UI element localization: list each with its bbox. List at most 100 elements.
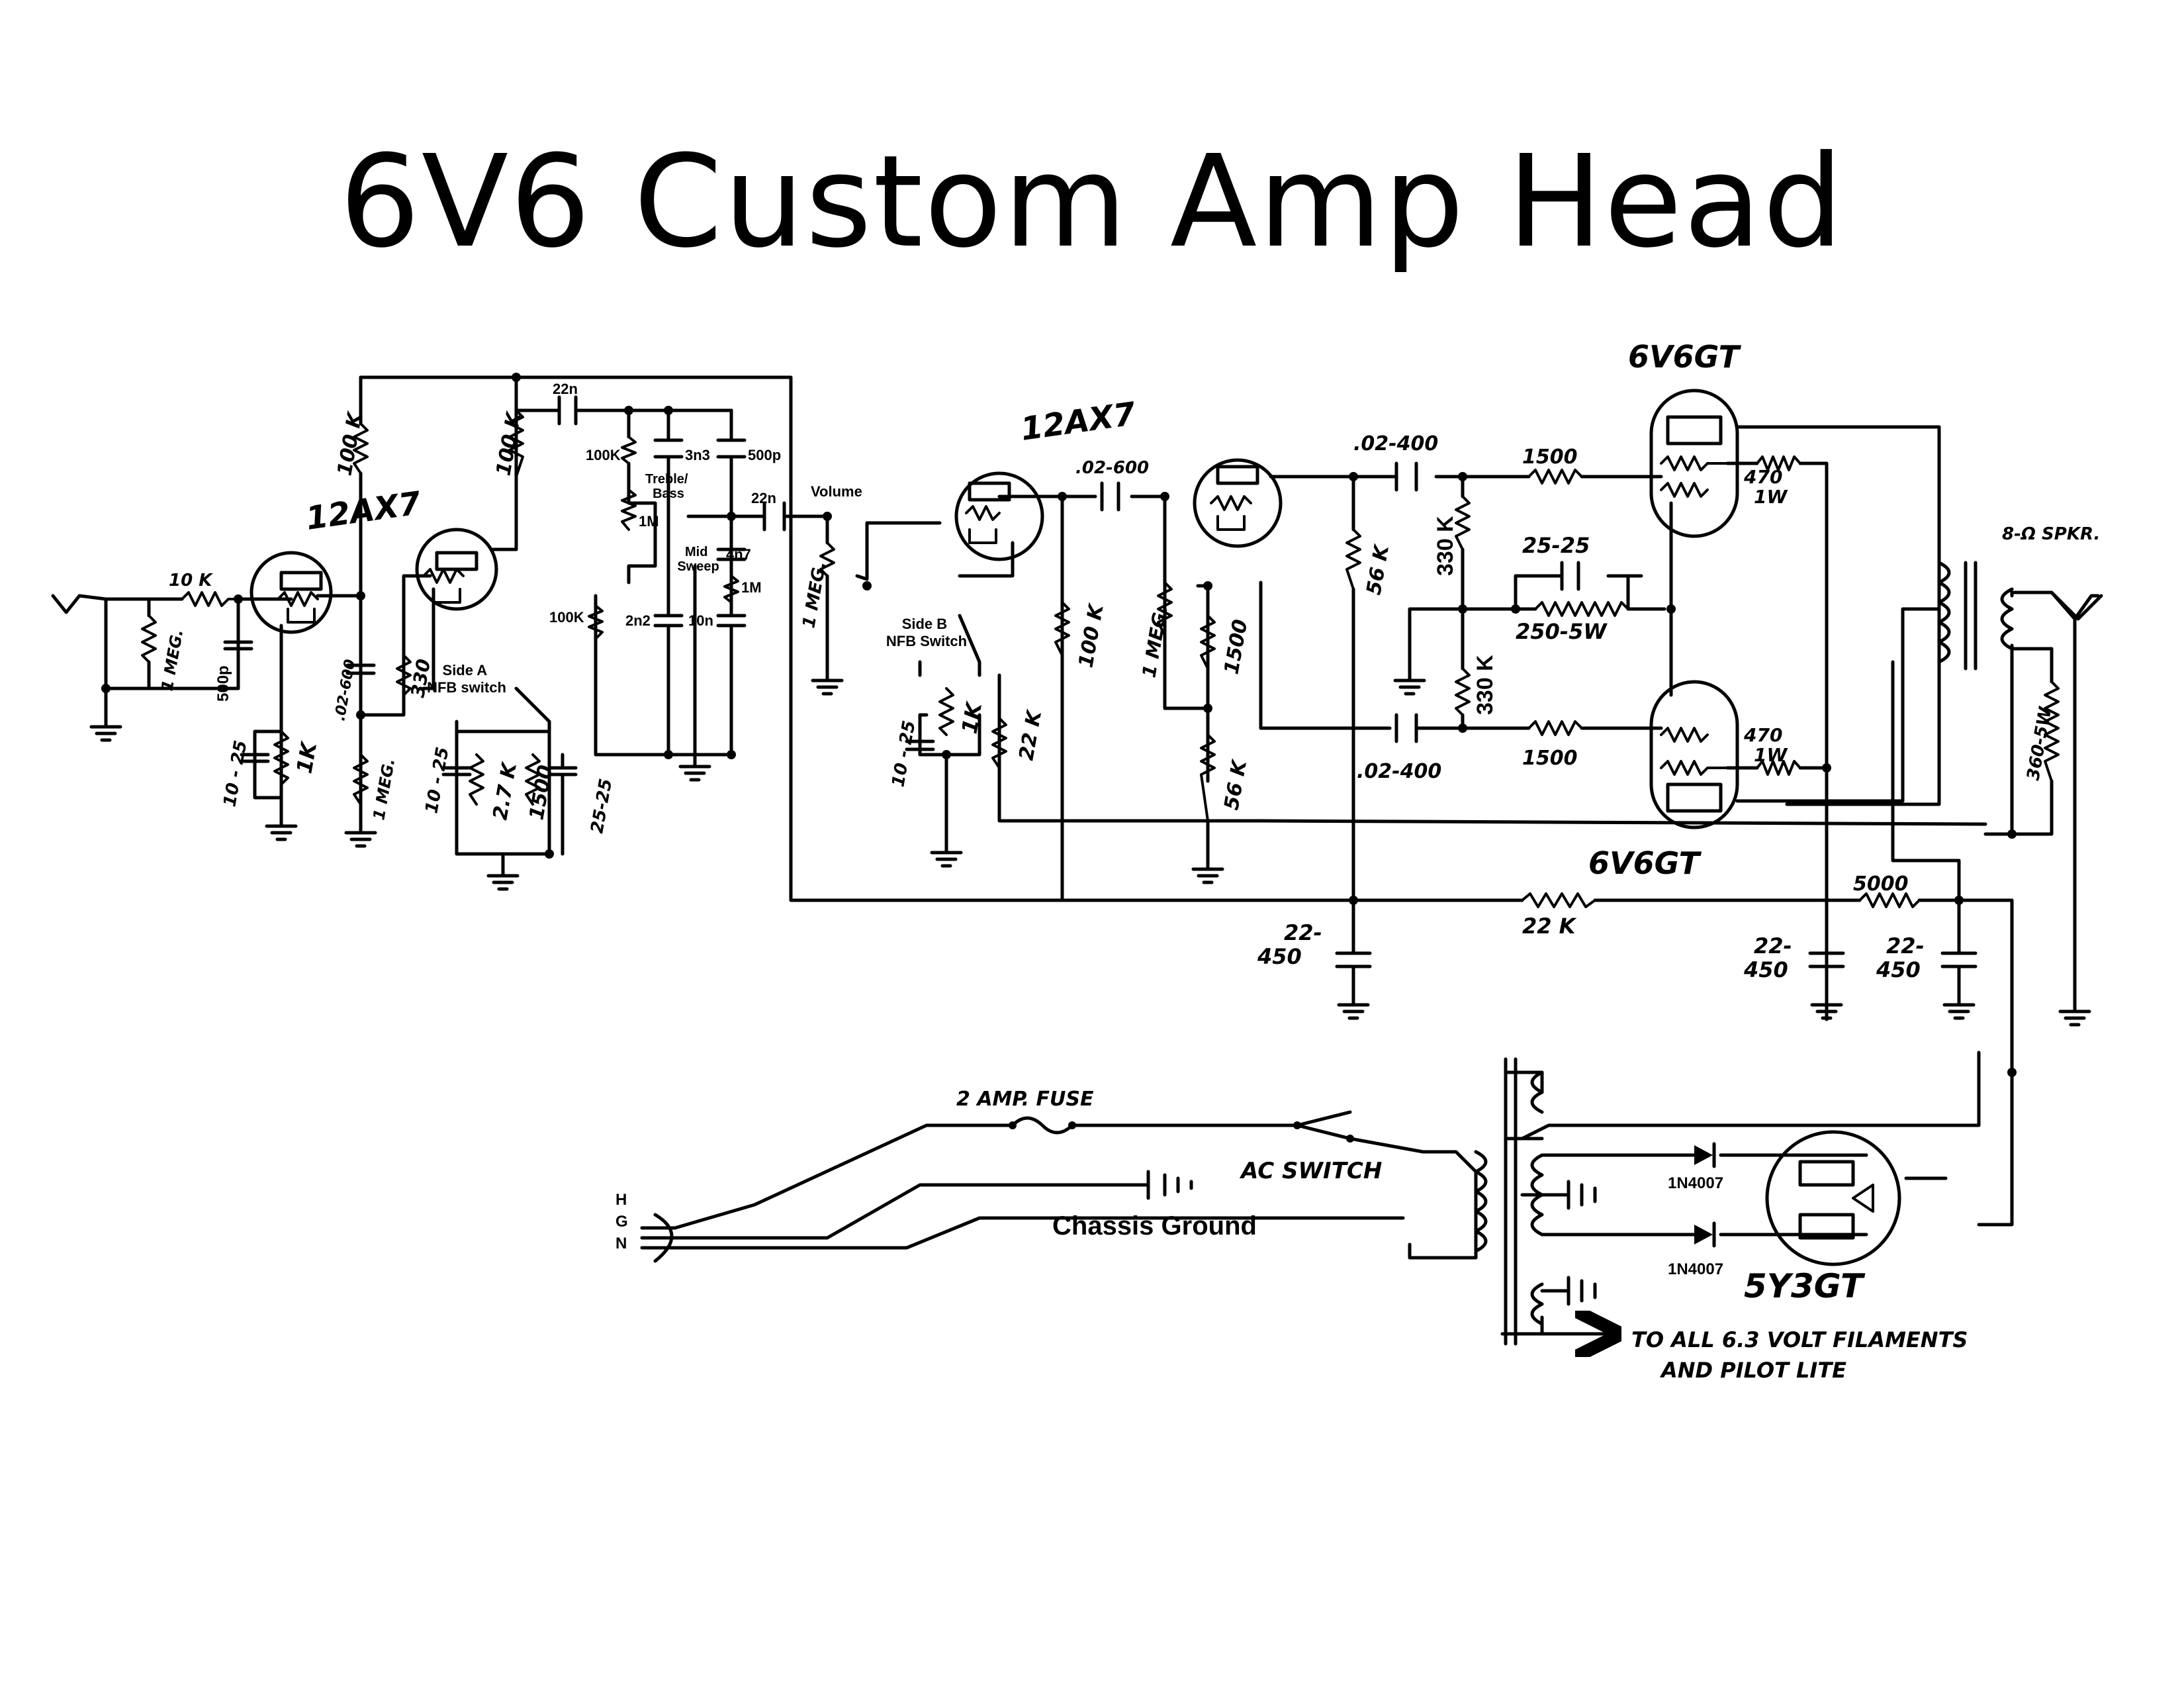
resistors [141,409,2060,908]
mains-plug [640,1213,677,1263]
label-c-filter-1-line1: 22- [1284,920,1322,945]
label-side-b-line2: NFB Switch [886,633,967,649]
page-title: 6V6 Custom Amp Head [339,128,1845,276]
label-r-grid-stop-1: 1500 [1522,445,1578,469]
label-c-tone-4: 22n [751,490,776,506]
label-5y3gt: 5Y3GT [1744,1267,1866,1305]
junction-dots [101,373,2017,1077]
label-r-cathode-3: 2.7 K [488,759,522,821]
label-r-grid-stop-2: 1500 [1522,747,1578,770]
label-r-cathode-4: 1500 [525,763,557,821]
label-c-cathode-4: 25-25 [587,777,616,835]
label-r-plate-1: 100 K [333,409,367,478]
label-c-cathode-3: 10 - 25 [422,745,453,815]
label-r-pi-grid: 1 MEG. [1138,604,1172,679]
tube-labels: 12AX7 12AX7 6V6GT 6V6GT 5Y3GT [304,339,1866,1305]
power-transformer [1474,1057,1544,1346]
label-fuse: 2 AMP. FUSE [956,1088,1094,1111]
label-r-bias-2: 330 K [1473,655,1498,715]
tube-6v6gt-top [1649,389,1739,538]
label-mid-sweep-line1: Mid [685,545,707,559]
label-r-tone-1: 100K [586,447,621,463]
tube-5y3gt [1765,1130,1901,1266]
label-r-speaker-load: 360-5W [2023,705,2056,782]
label-c-filter-2: 22- 450 [1743,933,1799,982]
tube-12ax7-stage3 [954,471,1044,561]
label-c-filter-3: 22- 450 [1876,933,1932,982]
label-pot-mid-sweep: 1M [741,579,762,596]
mains-labels: 2 AMP. FUSE AC SWITCH Chassis Ground H G… [615,1088,1976,1383]
tube-12ax7-stage1 [250,551,333,634]
label-treble-bass-line1: Treble/ [645,472,688,487]
label-12ax7-1: 12AX7 [304,485,424,538]
label-side-a-line1: Side A [443,662,488,679]
label-r-bias-1: 330 K [1433,516,1458,576]
label-c-bias: 25-25 [1522,533,1590,558]
label-pot-treble-bass: 1M [639,513,659,530]
label-r-bias-cathode: 250-5W [1516,619,1608,644]
label-c-cathode-5: 10 - 25 [888,719,919,788]
label-side-a: Side A NFB switch [427,662,506,696]
label-r-screen-2-line2: 1W [1754,744,1788,766]
label-chassis-ground: Chassis Ground [1052,1211,1257,1241]
label-c-tone-6: 2n2 [625,612,651,629]
output-transformer [1937,561,2014,671]
speaker-jack [2050,590,2103,621]
ground-symbols [91,669,2089,1025]
label-r-dropping-1: 22 K [1522,914,1577,939]
filament-ground [1567,1180,1597,1306]
label-side-b-line1: Side B [902,616,947,632]
label-r-input-grid: 10 K [169,571,213,590]
diodes [1694,1142,1716,1248]
label-r-dropping-2: 5000 [1853,872,1909,896]
label-mid-sweep: Mid Sweep [677,545,719,574]
label-c-tone-1: 22n [553,381,578,397]
label-c-input: 500p [214,665,232,702]
label-treble-bass-line2: Bass [653,487,684,501]
label-filaments-line1: TO ALL 6.3 VOLT FILAMENTS [1631,1327,1968,1352]
wiring [51,375,2100,1336]
label-c-coupling-1: .02-600 [332,658,359,722]
ac-switch [1293,1110,1354,1143]
label-ac-switch: AC SWITCH [1239,1158,1382,1184]
label-r-screen-1-line1: 470 [1743,466,1782,488]
label-c-filter-2-line2: 450 [1743,957,1788,982]
capacitors [223,395,1978,995]
label-plug-h: H [615,1191,627,1209]
label-r-cathode-1: 1K [291,739,322,775]
label-c-filter-2-line1: 22- [1754,933,1792,959]
label-c-filter-3-line2: 450 [1876,957,1921,982]
component-labels: 10 K 1 MEG. 500p 100 K 100 K .02-600 1 M… [158,381,2100,1278]
label-filaments-line2: AND PILOT LITE [1659,1358,1846,1383]
label-r-nfb: 22 K [1015,707,1046,762]
label-r-pi-56k: 56 K [1220,757,1251,812]
label-c-tone-3: 500p [748,447,781,463]
label-c-coupling-2: .02-600 [1075,458,1149,478]
label-6v6gt-bottom: 6V6GT [1588,845,1702,881]
chassis-ground-symbol [1146,1170,1193,1200]
label-c-filter-1: 22- 450 [1257,920,1330,969]
tube-6v6gt-bottom [1649,680,1739,829]
label-c-filter-1-line2: 450 [1257,944,1302,969]
tube-12ax7-pi [1193,458,1283,548]
label-c-coupling-4: .02-400 [1357,760,1441,783]
label-r-tone-2: 100K [549,609,584,626]
label-plug-n: N [615,1235,627,1252]
label-c-cathode-1: 10 - 25 [220,739,251,808]
label-c-filter-3-line1: 22- [1886,933,1925,959]
label-r-pi-56k-2: 56 K [1362,541,1394,596]
label-c-coupling-3: .02-400 [1353,432,1438,455]
label-treble-bass: Treble/ Bass [645,472,692,501]
label-c-tone-5: 4n7 [726,546,751,563]
label-r-pi-1500: 1500 [1220,618,1252,676]
label-filaments: TO ALL 6.3 VOLT FILAMENTS AND PILOT LITE [1631,1327,1976,1383]
label-c-tone-2: 3n3 [685,447,710,463]
label-r-screen-2: 470 1W [1743,724,1789,766]
tube-12ax7-stage2 [415,528,498,611]
label-r-screen-2-line1: 470 [1743,724,1782,746]
label-side-a-line2: NFB switch [427,679,506,696]
label-r-screen-1-line2: 1W [1754,486,1788,508]
label-12ax7-2: 12AX7 [1019,395,1138,448]
